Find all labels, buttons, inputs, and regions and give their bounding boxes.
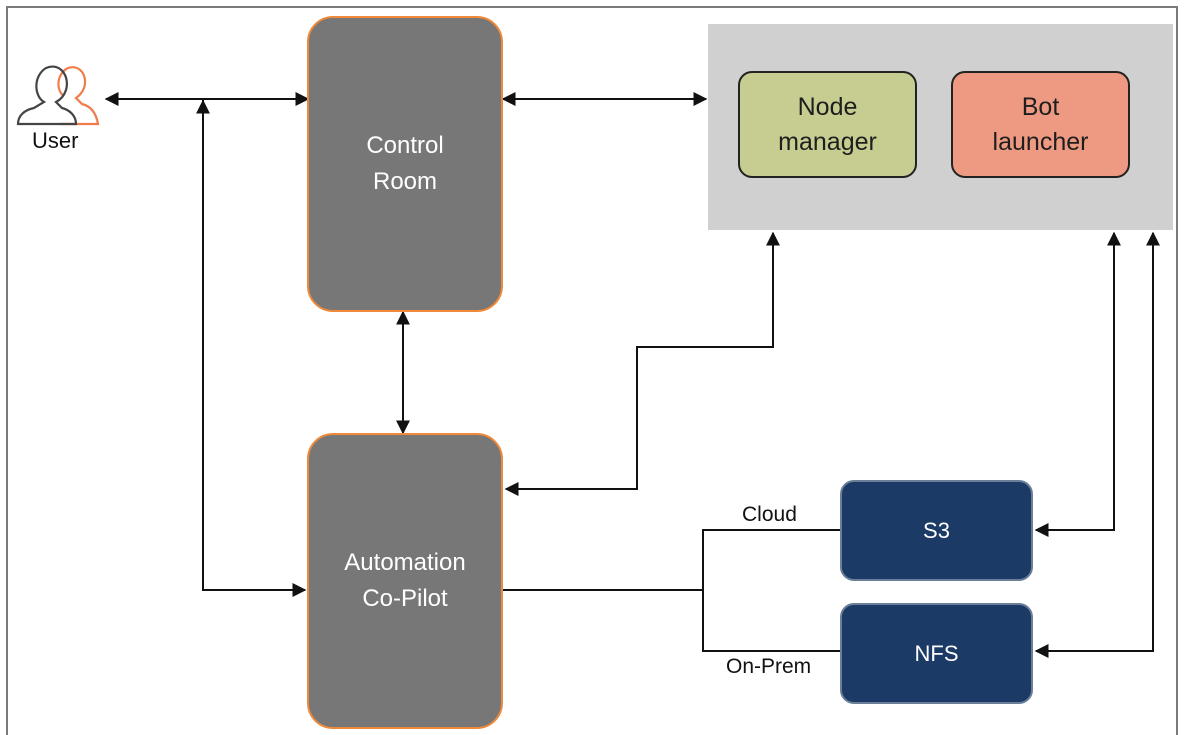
user-label: User (32, 128, 79, 153)
control-room-node: Control Room (307, 16, 503, 312)
edge-panel-nfs (1034, 231, 1160, 658)
users-icon (16, 65, 100, 126)
co-pilot-node: Automation Co-Pilot (307, 433, 503, 729)
diagram-frame (6, 6, 1178, 735)
s3-node: S3 (840, 480, 1033, 581)
node-manager-node: Node manager (738, 71, 917, 178)
edge-user-co-pilot (202, 99, 307, 597)
cloud-label: Cloud (742, 503, 797, 526)
on-prem-label: On-Prem (726, 655, 812, 678)
edge-panel-co-pilot (504, 231, 780, 496)
bot-launcher-node: Bot launcher (951, 71, 1130, 178)
edge-cloud (702, 529, 840, 590)
edge-on-prem (702, 590, 840, 652)
edge-panel-s3 (1034, 231, 1121, 537)
nfs-node: NFS (840, 603, 1033, 704)
